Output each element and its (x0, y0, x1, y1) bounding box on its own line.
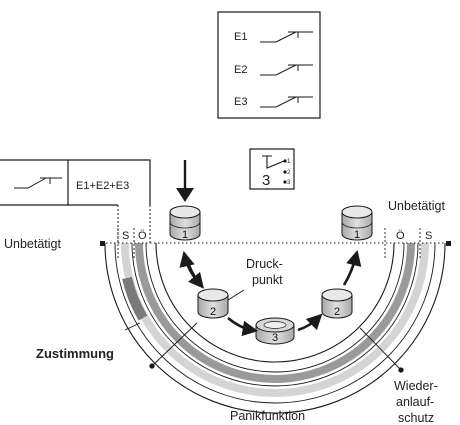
arrow-1-to-2-left (184, 255, 204, 289)
label-pointers (124, 289, 404, 373)
button-position-1-left: 1 (169, 205, 201, 241)
operating-bands (104, 242, 446, 414)
position-number-main: 3 (262, 172, 270, 189)
combined-contact-icon (14, 177, 62, 189)
button-position-1-right: 1 (341, 205, 373, 241)
label-restart-2: anlauf- (396, 395, 434, 409)
switch-label-e3: E3 (234, 96, 247, 108)
transition-arrows (179, 249, 362, 337)
combined-switch-label: E1+E2+E3 (76, 180, 129, 192)
switch-legend: E1 E2 E3 (217, 11, 321, 119)
button-position-2-right: 2 (321, 288, 353, 319)
combined-switch: E1+E2+E3 (0, 159, 151, 243)
label-enabling: Zustimmung (36, 346, 114, 361)
button-number-1-right: 1 (354, 229, 360, 241)
position-number-2: 2 (287, 170, 291, 176)
switch-label-e2: E2 (234, 64, 247, 76)
button-number-1-left: 1 (182, 229, 188, 241)
label-pressure-point-1: Druck- (246, 257, 283, 271)
label-released-left: Unbetätigt (4, 237, 62, 251)
switch-label-e1: E1 (234, 31, 247, 43)
position-number-1: 1 (287, 159, 291, 165)
switch-contact-e2-icon (260, 64, 313, 76)
button-number-2-left: 2 (210, 306, 216, 318)
button-position-2-left: 2 (197, 288, 229, 319)
arrow-2-to-3 (227, 317, 259, 337)
position-closed-left: S (122, 230, 129, 242)
position-closed-right: S (425, 230, 432, 242)
button-number-2-right: 2 (334, 306, 340, 318)
label-released-right: Unbetätigt (388, 199, 446, 213)
label-restart-1: Wieder- (394, 379, 438, 393)
label-pressure-point-2: punkt (252, 273, 283, 287)
arrow-3-to-2-right (297, 313, 323, 332)
button-number-3: 3 (272, 332, 278, 344)
three-position-symbol: 3 1 2 3 (249, 148, 295, 190)
arrow-2-to-1-left (179, 250, 199, 283)
band-enabling (135, 242, 415, 383)
label-restart-3: schutz (398, 411, 434, 425)
position-open-right: Ö (396, 230, 405, 242)
plunger-icon (262, 155, 285, 169)
button-position-3: 3 (255, 317, 295, 345)
push-direction-arrow (176, 160, 194, 202)
combined-switch-frame (0, 159, 151, 205)
position-open-left: Ö (138, 230, 147, 242)
position-markers: S Ö Ö S (117, 228, 432, 260)
switch-contact-e1-icon (260, 31, 313, 43)
switch-contact-e3-icon (260, 96, 313, 108)
arrow-2-to-1-right (342, 249, 362, 286)
label-panic: Panikfunktion (230, 409, 305, 423)
position-number-3: 3 (287, 180, 291, 186)
